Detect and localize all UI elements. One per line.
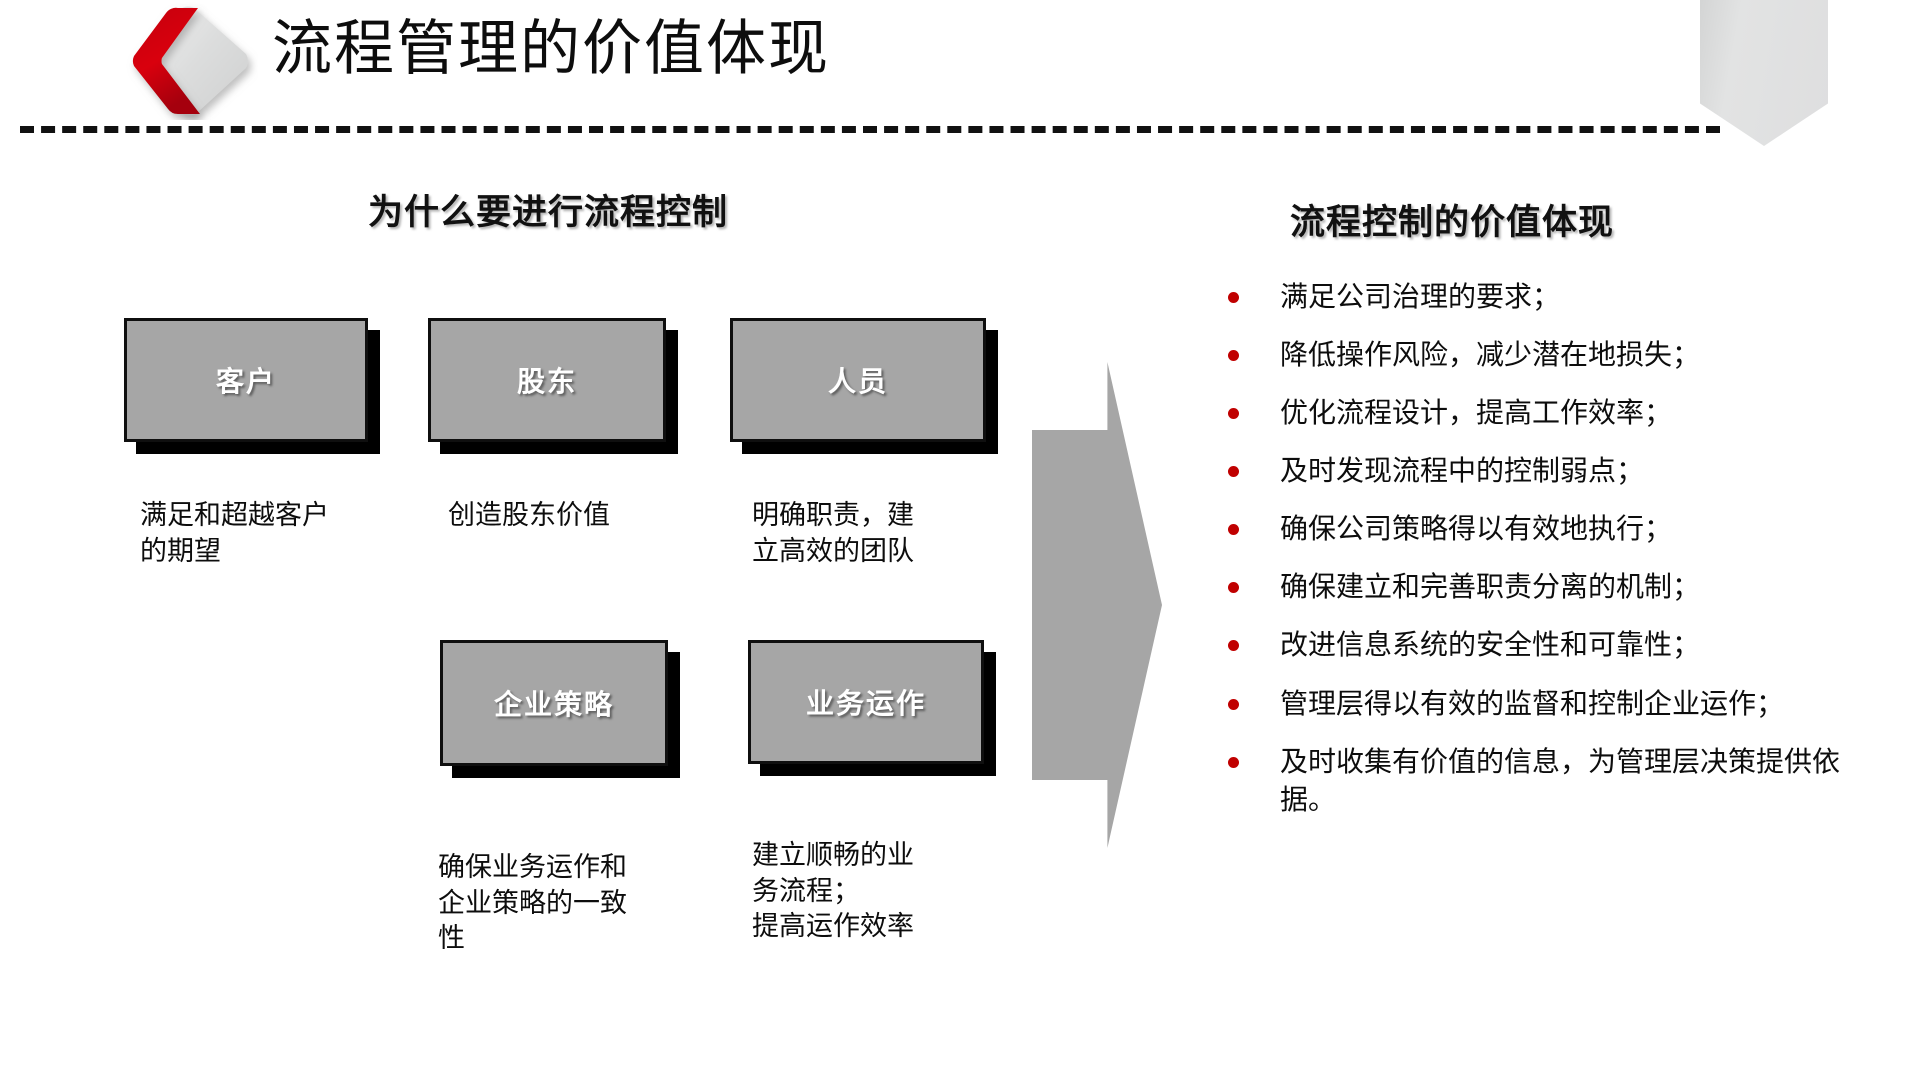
bullet-dot-icon bbox=[1228, 292, 1239, 303]
concept-box-shareholder[interactable]: 股东 bbox=[428, 318, 666, 442]
left-section-heading: 为什么要进行流程控制 bbox=[368, 193, 729, 232]
concept-box-customer[interactable]: 客户 bbox=[124, 318, 368, 442]
concept-box-label: 客户 bbox=[215, 366, 276, 397]
bullet-dot-icon bbox=[1228, 698, 1239, 710]
list-item-text: 降低操作风险，减少潜在地损失； bbox=[1280, 339, 1701, 371]
bullet-dot-icon bbox=[1228, 466, 1239, 478]
concept-caption-people: 明确职责，建 立高效的团队 bbox=[752, 500, 914, 566]
bullet-dot-icon bbox=[1228, 640, 1239, 652]
slide-header: 流程管理的价值体现 bbox=[0, 0, 1920, 146]
list-item: 及时发现流程中的控制弱点； bbox=[1216, 452, 1856, 490]
list-item-text: 优化流程设计，提高工作效率； bbox=[1280, 397, 1673, 429]
bullet-dot-icon bbox=[1228, 524, 1239, 536]
dashed-divider bbox=[20, 126, 1720, 133]
right-block-arrow-icon bbox=[1032, 362, 1162, 848]
concept-box-label: 人员 bbox=[827, 366, 888, 397]
concept-caption-operations: 建立顺畅的业 务流程； 提高运作效率 bbox=[752, 840, 914, 942]
list-item-text: 管理层得以有效的监督和控制企业运作； bbox=[1280, 687, 1785, 719]
list-item: 及时收集有价值的信息，为管理层决策提供依据。 bbox=[1216, 743, 1856, 819]
list-item: 优化流程设计，提高工作效率； bbox=[1216, 394, 1856, 432]
list-item-text: 改进信息系统的安全性和可靠性； bbox=[1280, 629, 1701, 661]
list-item: 确保建立和完善职责分离的机制； bbox=[1216, 568, 1856, 606]
corner-pennant-ribbon bbox=[1700, 0, 1828, 146]
concept-box-label: 企业策略 bbox=[493, 689, 614, 720]
list-item-text: 及时收集有价值的信息，为管理层决策提供依据。 bbox=[1280, 745, 1841, 815]
list-item: 满足公司治理的要求； bbox=[1216, 278, 1856, 316]
concept-box-operations[interactable]: 业务运作 bbox=[748, 640, 984, 764]
list-item: 管理层得以有效的监督和控制企业运作； bbox=[1216, 685, 1856, 723]
bullet-dot-icon bbox=[1228, 582, 1239, 594]
concept-caption-strategy: 确保业务运作和 企业策略的一致 性 bbox=[438, 852, 627, 954]
bullet-dot-icon bbox=[1228, 350, 1239, 362]
concept-caption-shareholder: 创造股东价值 bbox=[448, 500, 610, 530]
list-item-text: 确保公司策略得以有效地执行； bbox=[1280, 513, 1673, 545]
concept-box-people[interactable]: 人员 bbox=[730, 318, 986, 442]
right-section-heading: 流程控制的价值体现 bbox=[1290, 203, 1615, 242]
concept-caption-customer: 满足和超越客户 的期望 bbox=[140, 500, 329, 566]
list-item-text: 满足公司治理的要求； bbox=[1280, 281, 1561, 312]
bullet-dot-icon bbox=[1228, 408, 1239, 420]
list-item: 确保公司策略得以有效地执行； bbox=[1216, 510, 1856, 548]
red-chevron-diamond-logo bbox=[122, 2, 258, 120]
value-bullet-list: 满足公司治理的要求； 降低操作风险，减少潜在地损失； 优化流程设计，提高工作效率… bbox=[1216, 278, 1856, 839]
list-item-text: 确保建立和完善职责分离的机制； bbox=[1280, 571, 1701, 603]
page-title: 流程管理的价值体现 bbox=[272, 15, 830, 82]
concept-box-label: 股东 bbox=[516, 366, 577, 397]
concept-box-strategy[interactable]: 企业策略 bbox=[440, 640, 668, 766]
list-item: 降低操作风险，减少潜在地损失； bbox=[1216, 336, 1856, 374]
bullet-dot-icon bbox=[1228, 756, 1239, 768]
concept-box-label: 业务运作 bbox=[805, 688, 926, 719]
list-item: 改进信息系统的安全性和可靠性； bbox=[1216, 626, 1856, 664]
list-item-text: 及时发现流程中的控制弱点； bbox=[1280, 455, 1645, 487]
